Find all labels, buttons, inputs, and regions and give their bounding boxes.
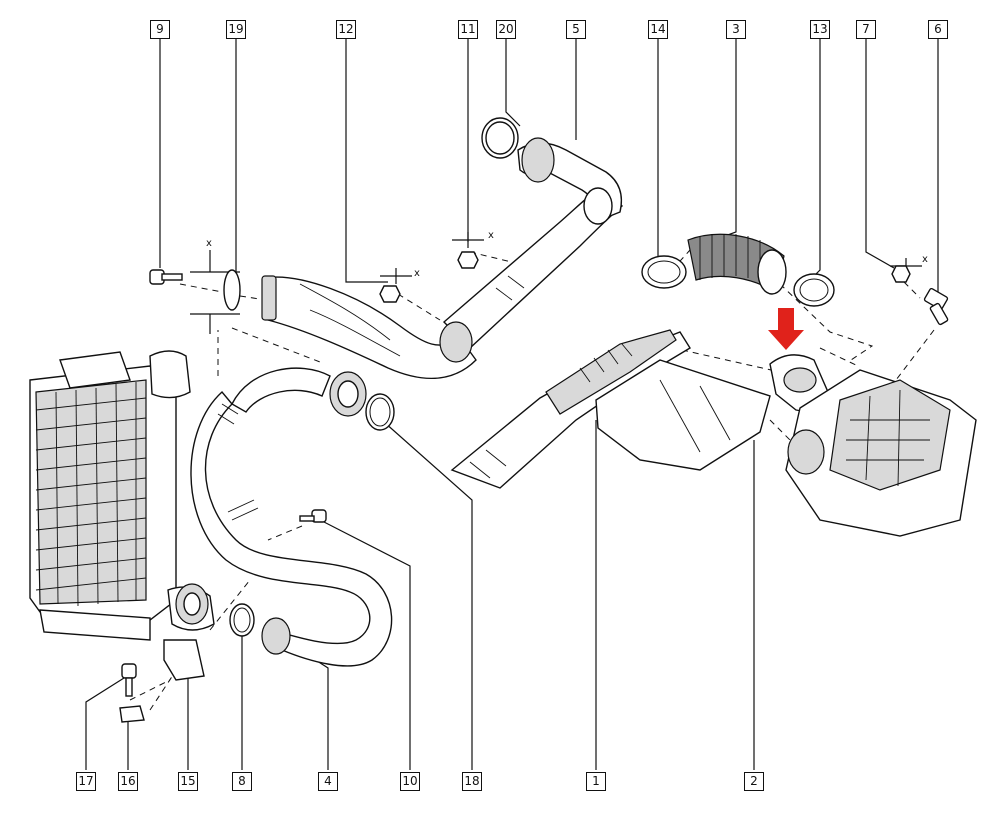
turbocharger: [785, 369, 977, 537]
callout-12: 12: [336, 20, 356, 39]
fitting-18: [329, 371, 367, 417]
callout-14: 14: [648, 20, 668, 39]
bracket-15: [163, 639, 205, 681]
air-duct-1: [450, 329, 691, 489]
callout-11: 11: [458, 20, 478, 39]
nut-12: [379, 285, 401, 303]
sensor-6: [923, 287, 949, 326]
callout-13: 13: [810, 20, 830, 39]
bolt-7: [891, 265, 911, 283]
callout-8: 8: [232, 772, 252, 791]
hose-3: [687, 233, 787, 295]
intercooler: [29, 350, 215, 641]
o-ring-18: [365, 393, 395, 431]
axis-markers: x x x x: [190, 230, 928, 334]
clip-16: [119, 705, 145, 723]
hose-4: [190, 367, 393, 667]
callout-15: 15: [178, 772, 198, 791]
callout-4: 4: [318, 772, 338, 791]
callout-20: 20: [496, 20, 516, 39]
bolt-17: [121, 663, 137, 697]
callout-19: 19: [226, 20, 246, 39]
axis-letter-3: x: [414, 268, 420, 279]
hose-12: [261, 275, 477, 380]
air-box-2: [595, 359, 771, 471]
highlight-arrow: [768, 308, 804, 350]
nut-11: [457, 251, 479, 269]
fitting-lower: [175, 583, 209, 625]
callout-10: 10: [400, 772, 420, 791]
o-ring-19: [223, 269, 241, 311]
seal-highlighted: [769, 354, 829, 412]
callout-2: 2: [744, 772, 764, 791]
leader-lines: [85, 38, 939, 770]
axis-letter-1: x: [206, 238, 212, 249]
axis-letter-2: x: [488, 230, 494, 241]
axis-letter-4: x: [922, 254, 928, 265]
callout-18: 18: [462, 772, 482, 791]
bolt-9: [149, 269, 183, 285]
callout-9: 9: [150, 20, 170, 39]
callout-17: 17: [76, 772, 96, 791]
assembly-lines: [129, 249, 935, 711]
bolt-10: [299, 509, 327, 523]
callout-16: 16: [118, 772, 138, 791]
callout-3: 3: [726, 20, 746, 39]
callout-1: 1: [586, 772, 606, 791]
callout-7: 7: [856, 20, 876, 39]
pipe-5: [439, 137, 624, 363]
callout-5: 5: [566, 20, 586, 39]
callout-6: 6: [928, 20, 948, 39]
